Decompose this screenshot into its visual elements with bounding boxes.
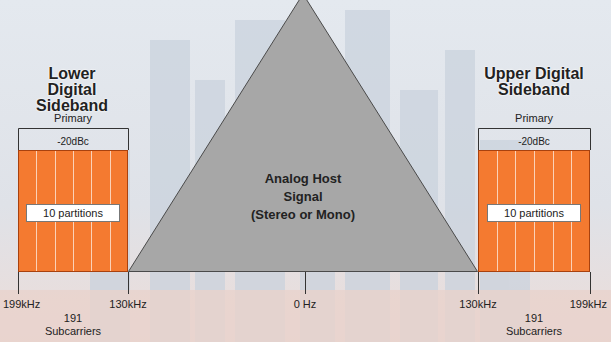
partition-box: 10 partitions [26, 204, 120, 222]
level-label: -20dBc [18, 134, 128, 150]
frequency-label: 0 Hz [280, 298, 330, 311]
partition-label: 10 partitions [488, 205, 580, 221]
subcarrier-count: 191 Subcarriers [501, 312, 567, 337]
frequency-label: 199kHz [547, 298, 607, 311]
signal-title: Analog Host Signal [248, 170, 358, 206]
partition-box: 10 partitions [487, 204, 581, 222]
sideband-block: -20dBc 10 partitions [478, 134, 590, 272]
signal-mode: (Stereo or Mono) [223, 206, 383, 224]
frequency-label: 130kHz [448, 298, 508, 311]
sideband-block: -20dBc 10 partitions [18, 134, 128, 272]
analog-signal-triangle: Analog Host Signal(Stereo or Mono) [128, 0, 478, 272]
subcarrier-count: 191 Subcarriers [40, 312, 106, 337]
triangle-shape [128, 0, 478, 272]
level-label: -20dBc [478, 134, 590, 150]
bracket-label: Primary [33, 112, 113, 125]
frequency-label: 199kHz [3, 298, 63, 311]
partition-label: 10 partitions [27, 205, 119, 221]
sideband-heading: Lower Digital Sideband [22, 66, 122, 114]
frequency-label: 130kHz [98, 298, 158, 311]
sideband-heading: Upper Digital Sideband [484, 66, 584, 98]
bracket-label: Primary [494, 112, 574, 125]
